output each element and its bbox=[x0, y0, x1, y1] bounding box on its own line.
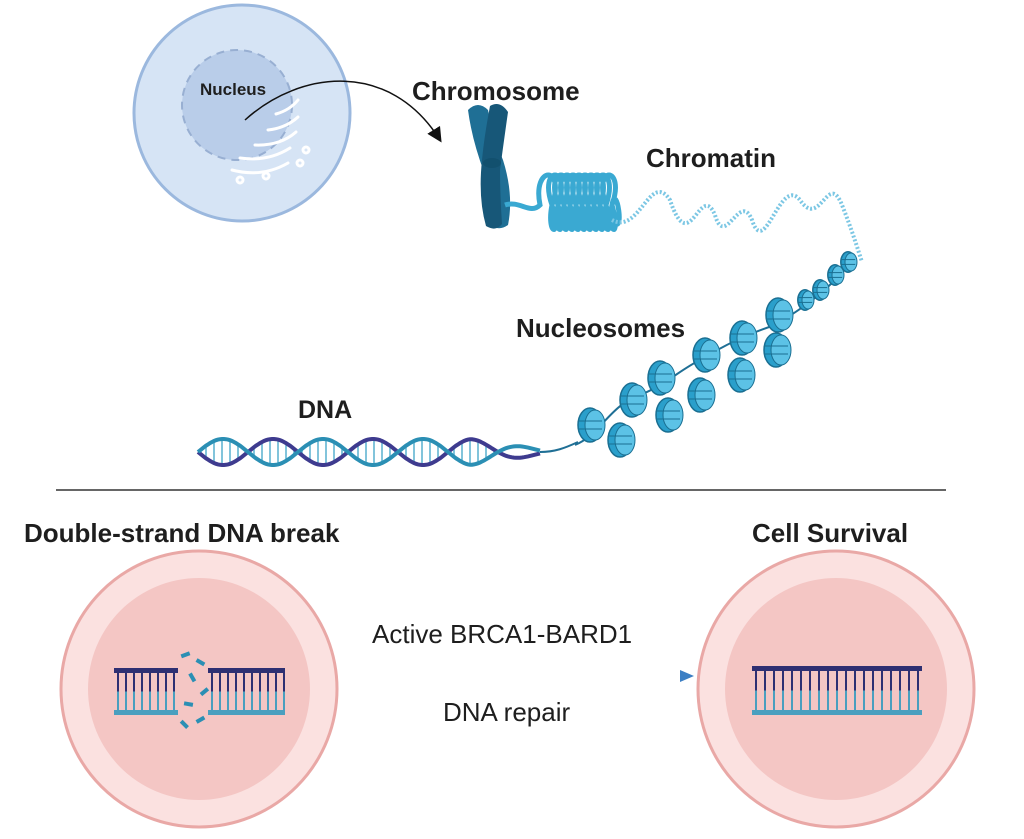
nucleosome bbox=[765, 297, 794, 333]
nucleosome bbox=[812, 279, 830, 301]
nucleosome bbox=[840, 251, 858, 273]
dna-fragment bbox=[195, 658, 206, 667]
process-label-dna-repair: DNA repair bbox=[443, 697, 571, 727]
dna-label: DNA bbox=[298, 396, 353, 424]
broken-dna-icon bbox=[114, 651, 285, 729]
cell-icon bbox=[132, 3, 442, 223]
nucleosome bbox=[729, 320, 758, 356]
nucleus-to-chromosome-arrow bbox=[244, 80, 442, 143]
nucleus-label: Nucleus bbox=[200, 80, 267, 99]
chromatin-icon bbox=[504, 172, 864, 263]
process-label-brca1-bard1: Active BRCA1-BARD1 bbox=[372, 619, 633, 649]
nucleosome bbox=[692, 337, 721, 373]
dna-fragment bbox=[179, 719, 189, 729]
nucleosome bbox=[647, 360, 676, 396]
nucleosome bbox=[607, 422, 636, 458]
chromosome-label: Chromosome bbox=[412, 76, 580, 106]
nucleosomes-label: Nucleosomes bbox=[516, 313, 686, 343]
dna-helix-icon bbox=[196, 437, 579, 467]
dna-fragment bbox=[188, 672, 197, 683]
nucleosome bbox=[577, 407, 606, 443]
chromatin-label: Chromatin bbox=[646, 143, 776, 173]
dna-fragment bbox=[180, 651, 191, 659]
dna-strand bbox=[196, 437, 541, 467]
dna-bottom-strand bbox=[114, 710, 178, 715]
nucleosomes-icon bbox=[574, 251, 858, 458]
dna-fragment bbox=[183, 701, 194, 707]
dna-fragment bbox=[199, 687, 210, 697]
intact-dna-icon bbox=[752, 666, 922, 715]
dna-strand bbox=[196, 437, 541, 467]
nucleosome bbox=[827, 264, 845, 286]
dna-top-strand bbox=[208, 668, 285, 673]
double-strand-break-label: Double-strand DNA break bbox=[24, 518, 340, 548]
chromosome-icon bbox=[468, 104, 511, 229]
nucleosome bbox=[655, 397, 684, 433]
nucleosome bbox=[619, 382, 648, 418]
nucleosome bbox=[763, 332, 792, 368]
dna-bottom-strand bbox=[208, 710, 285, 715]
repair-arrowhead bbox=[680, 670, 694, 682]
dna-bottom-strand bbox=[752, 710, 922, 715]
nucleosome bbox=[797, 289, 815, 311]
surviving-cell-icon bbox=[696, 549, 976, 829]
dna-top-strand bbox=[752, 666, 922, 671]
dna-tail bbox=[539, 441, 579, 453]
dna-top-strand bbox=[114, 668, 178, 673]
dna-fragment bbox=[195, 715, 206, 724]
nucleosome bbox=[727, 357, 756, 393]
damaged-cell-icon bbox=[59, 549, 339, 829]
endoplasmic-reticulum-icon bbox=[230, 98, 311, 185]
cell-survival-label: Cell Survival bbox=[752, 518, 909, 548]
nucleosome bbox=[687, 377, 716, 413]
